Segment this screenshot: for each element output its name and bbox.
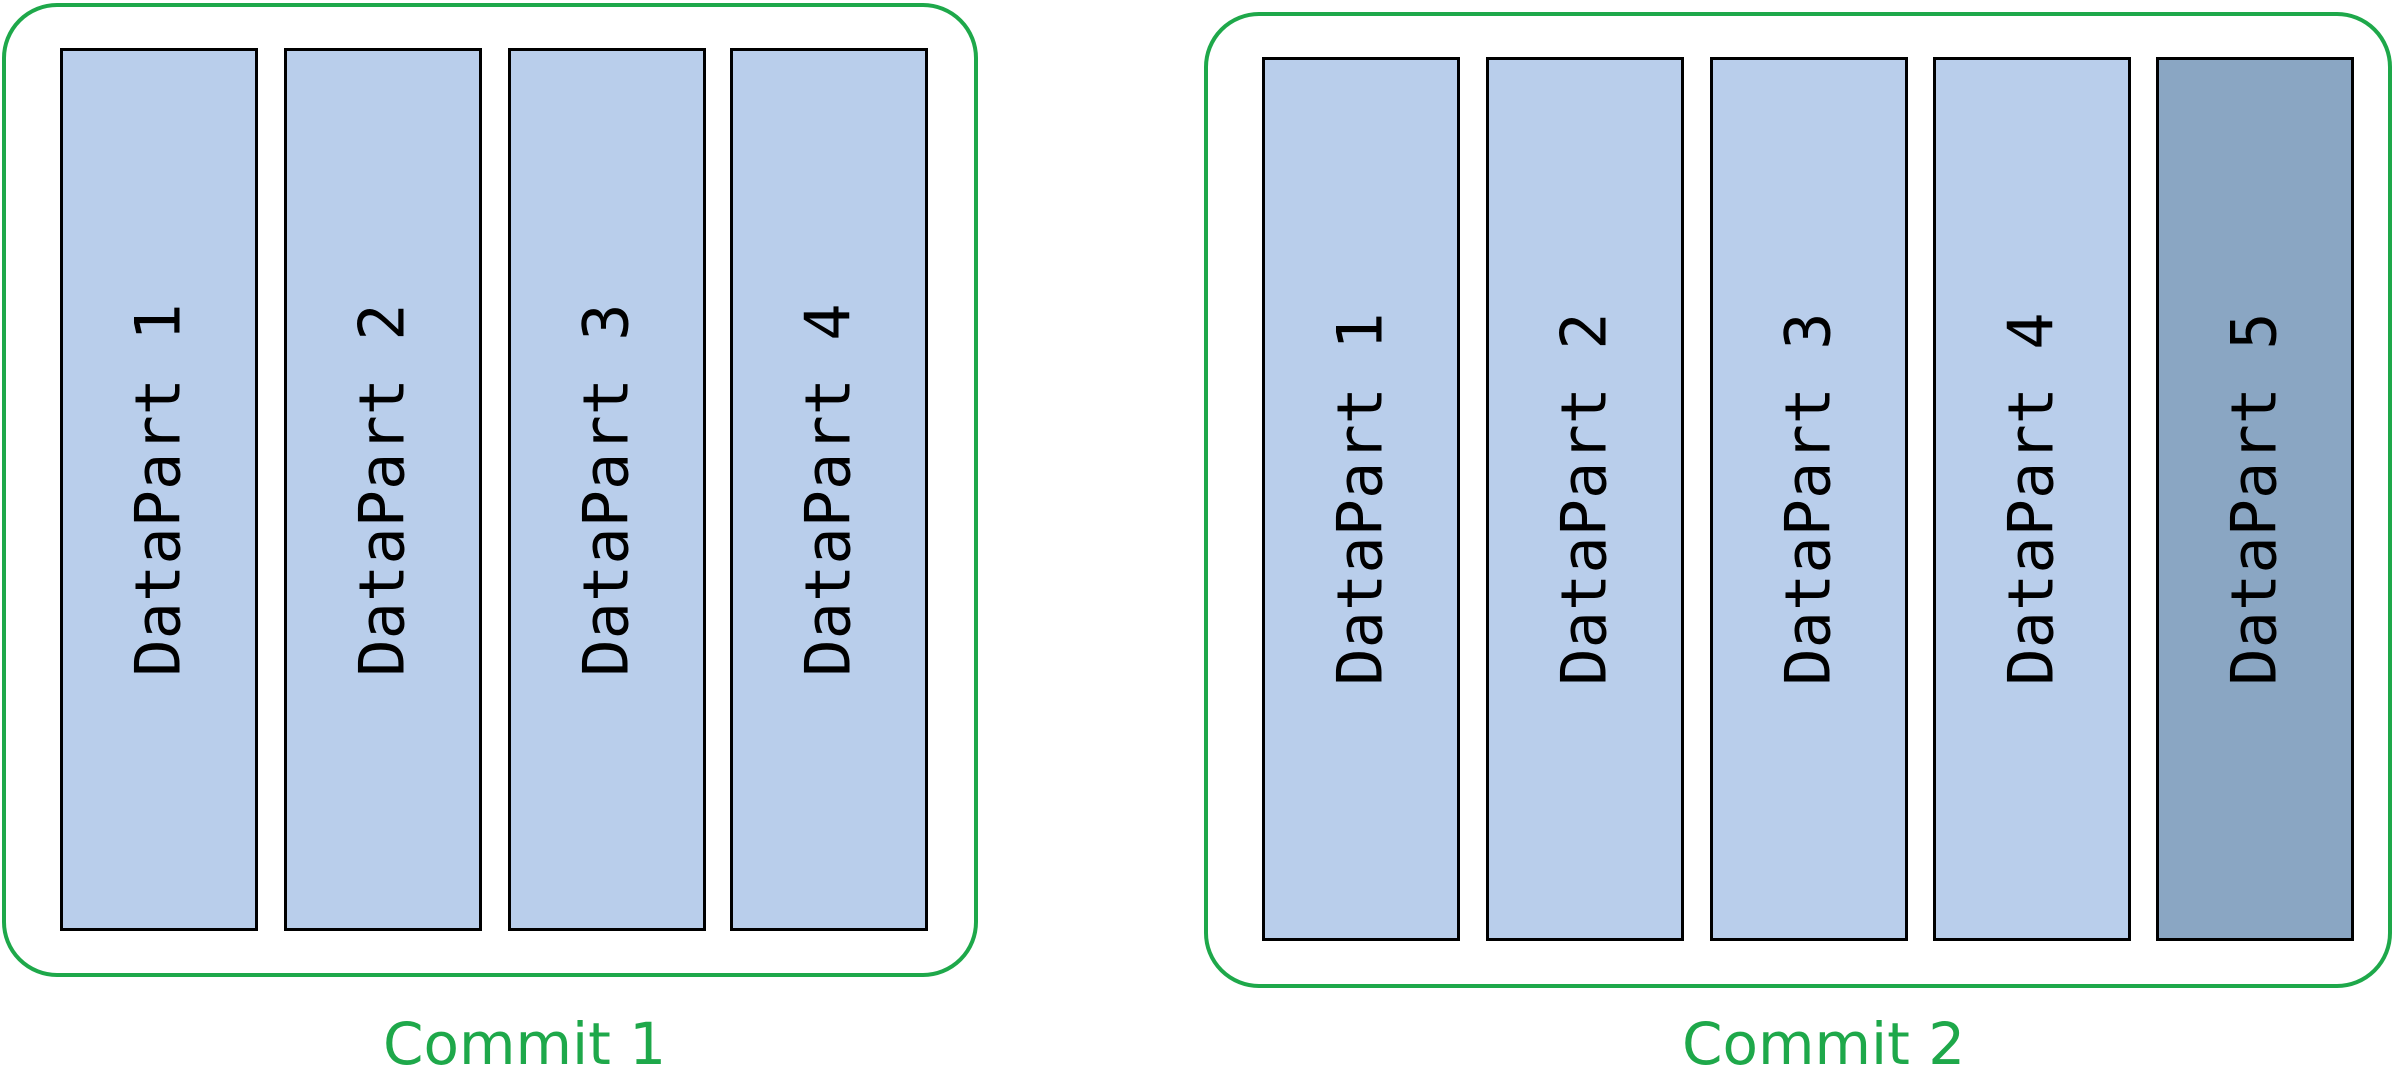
commit-1-datapart-4: DataPart 4 xyxy=(730,48,928,931)
commit-1-datapart-3: DataPart 3 xyxy=(508,48,706,931)
datapart-label: DataPart 2 xyxy=(1548,312,1621,686)
commit-1-datapart-2: DataPart 2 xyxy=(284,48,482,931)
commit-1-label: Commit 1 xyxy=(383,1010,667,1078)
commit-1-datapart-1: DataPart 1 xyxy=(60,48,258,931)
commit-2-datapart-1: DataPart 1 xyxy=(1262,57,1460,941)
datapart-label: DataPart 1 xyxy=(122,302,195,677)
datapart-label: DataPart 3 xyxy=(1772,312,1845,686)
datapart-label: DataPart 3 xyxy=(570,302,643,677)
commit-2-datapart-3: DataPart 3 xyxy=(1710,57,1908,941)
datapart-label: DataPart 4 xyxy=(792,302,865,677)
datapart-label: DataPart 4 xyxy=(1995,312,2068,686)
commit-2-datapart-2: DataPart 2 xyxy=(1486,57,1684,941)
commit-2-label: Commit 2 xyxy=(1682,1010,1966,1078)
commit-2-datapart-4: DataPart 4 xyxy=(1933,57,2131,941)
datapart-label: DataPart 1 xyxy=(1324,312,1397,686)
datapart-label: DataPart 2 xyxy=(346,302,419,677)
commit-2-datapart-5: DataPart 5 xyxy=(2156,57,2354,941)
datapart-label: DataPart 5 xyxy=(2218,312,2291,686)
